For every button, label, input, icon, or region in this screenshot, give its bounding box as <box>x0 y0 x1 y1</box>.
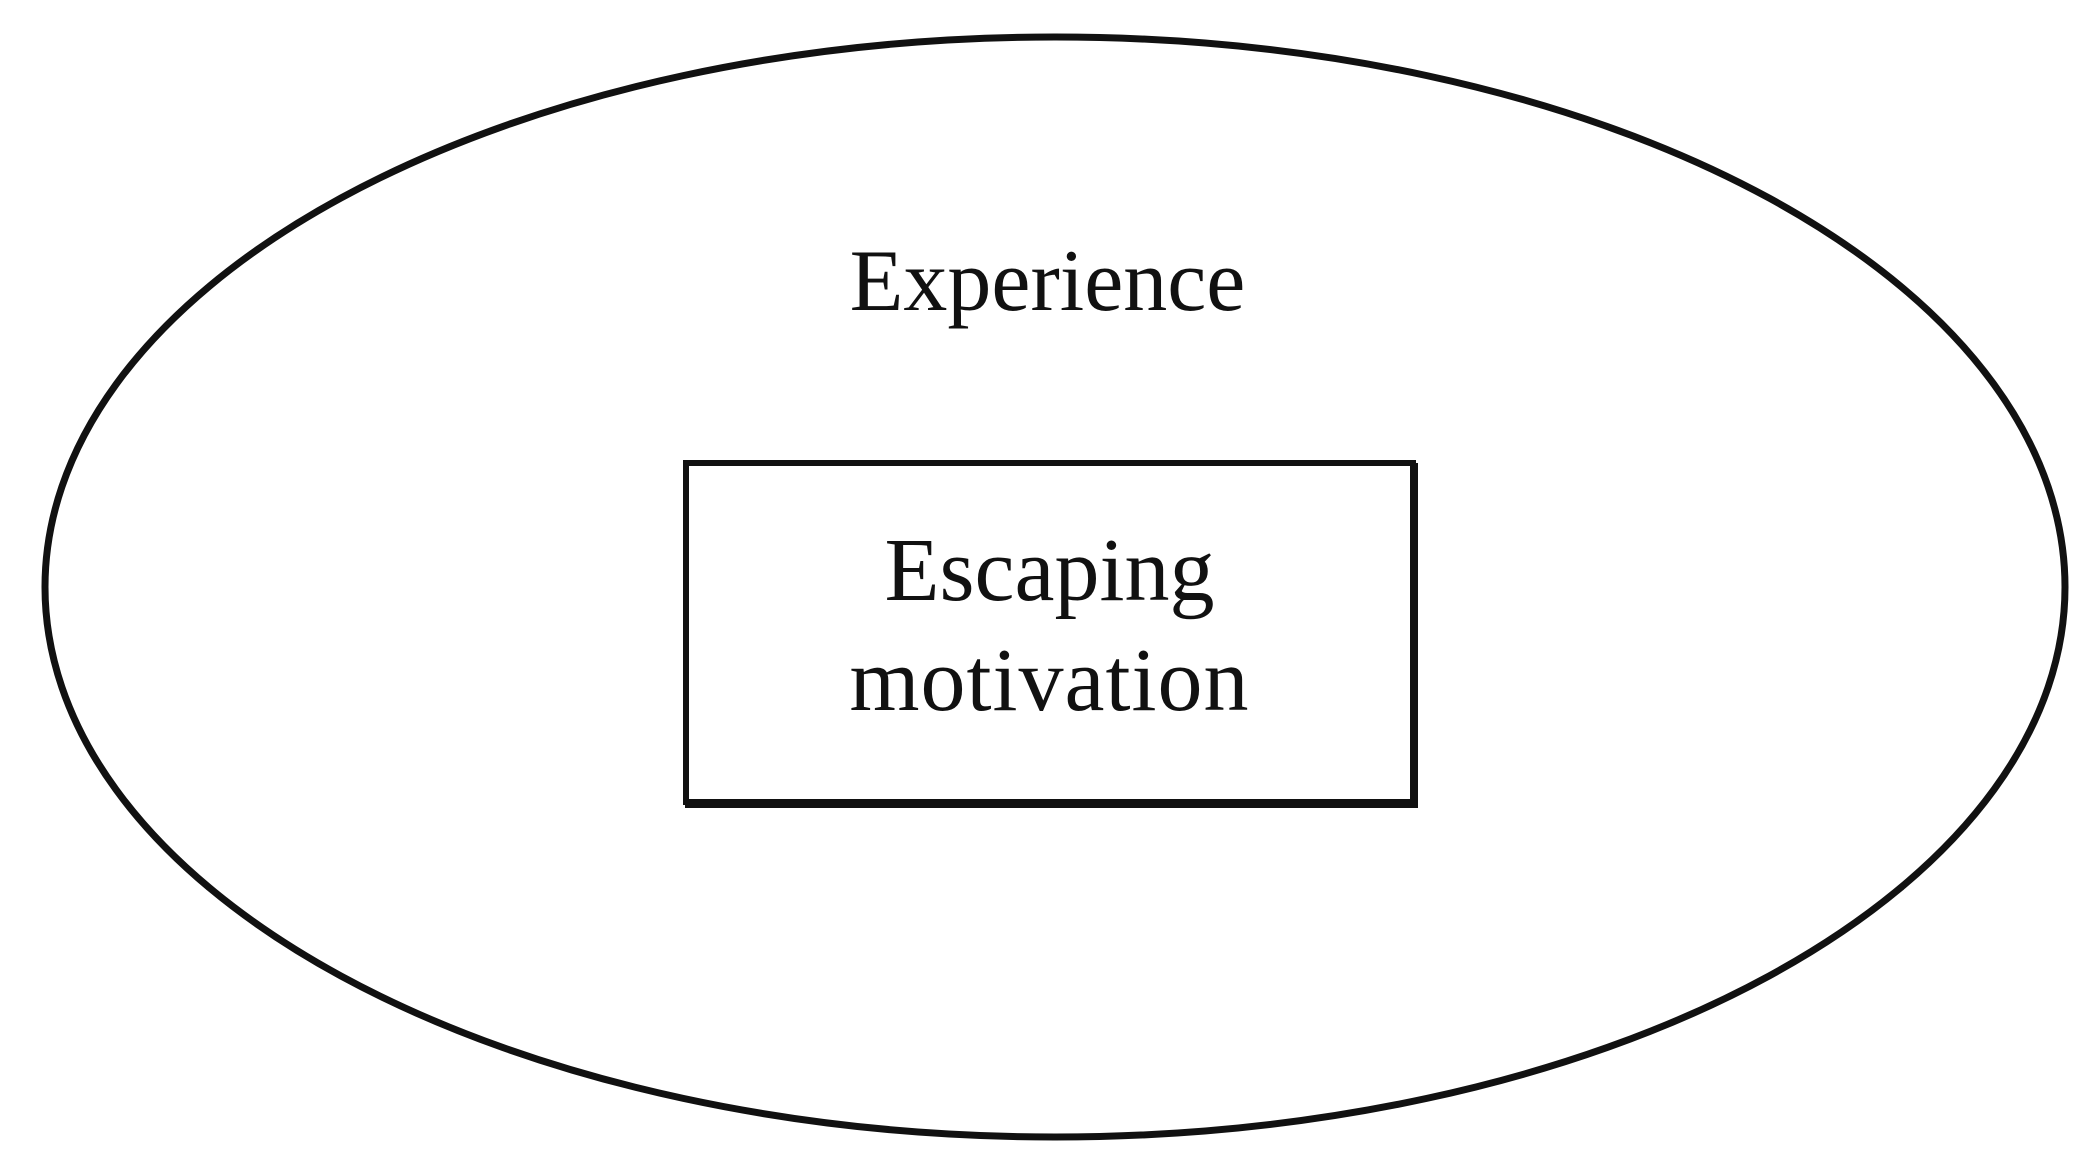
experience-ellipse <box>41 33 2069 1141</box>
escaping-motivation-label-line-1: Escaping <box>884 521 1215 620</box>
escaping-motivation-box: Escaping motivation <box>683 460 1416 805</box>
experience-label: Experience <box>849 233 1246 330</box>
escaping-motivation-label-line-2: motivation <box>849 631 1250 730</box>
